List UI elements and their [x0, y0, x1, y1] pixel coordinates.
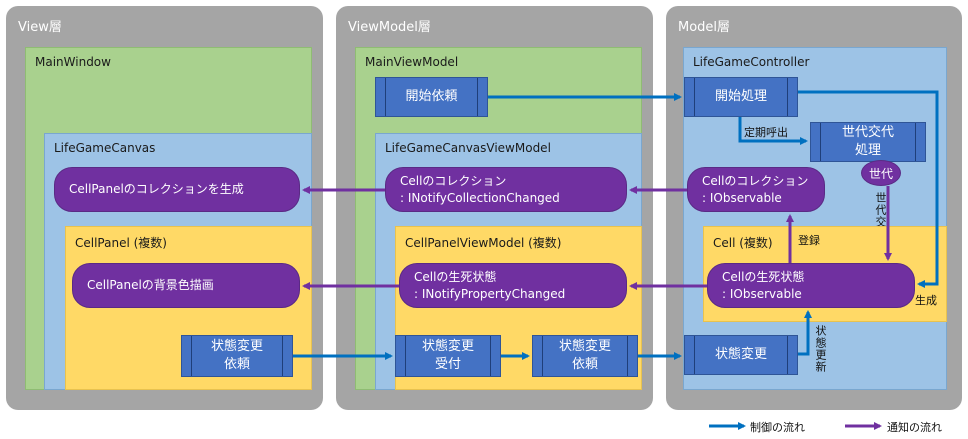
- periodic-call-label: 定期呼出: [744, 126, 788, 139]
- arrow-state-update: [798, 310, 812, 356]
- cellpanel-title: CellPanel (複数): [75, 236, 167, 250]
- vm-state-change-request: 状態変更 依頼: [532, 335, 638, 377]
- canvas-title: LifeGameCanvas: [54, 141, 156, 155]
- vm-collection-pill: Cellのコレクション : INotifyCollectionChanged: [385, 167, 627, 212]
- legend-control-label: 制御の流れ: [750, 421, 805, 434]
- state-update-label: 状態更新: [814, 325, 827, 373]
- state-change-label: 状態変更: [714, 347, 767, 363]
- model-life-state-pill: Cellの生死状態 : IObservable: [707, 263, 915, 308]
- model-collection-label: Cellのコレクション : IObservable: [702, 174, 809, 205]
- canvas-vm-title: LifeGameCanvasViewModel: [385, 141, 551, 155]
- vm-life-state-pill: Cellの生死状態 : INotifyPropertyChanged: [399, 263, 627, 308]
- generation-label: 世代: [868, 166, 893, 181]
- cell-title: Cell (複数): [713, 236, 773, 250]
- register-label: 登録: [798, 234, 820, 247]
- create-label: 生成: [915, 294, 937, 307]
- controller-title: LifeGameController: [693, 55, 810, 69]
- cellpanel-background-label: CellPanelの背景色描画: [87, 278, 214, 293]
- vm-state-change-request-label: 状態変更 依頼: [558, 339, 611, 372]
- legend-notify-label: 通知の流れ: [887, 421, 942, 434]
- cellpanel-vm-title: CellPanelViewModel (複数): [405, 236, 562, 250]
- view-layer-title: View層: [18, 20, 62, 35]
- start-process: 開始処理: [684, 77, 798, 117]
- view-state-change-request: 状態変更 依頼: [181, 335, 293, 377]
- canvas-collection-label: CellPanelのコレクションを生成: [69, 182, 244, 197]
- vm-state-change-receive: 状態変更 受付: [395, 335, 501, 377]
- arrow-create: [798, 90, 939, 288]
- viewmodel-layer-title: ViewModel層: [348, 20, 431, 35]
- main-window-title: MainWindow: [35, 55, 111, 69]
- state-change-process: 状態変更: [684, 335, 798, 375]
- start-request-label: 開始依頼: [405, 89, 458, 105]
- generation-change-process: 世代交代 処理: [810, 122, 926, 162]
- model-collection-pill: Cellのコレクション : IObservable: [687, 167, 825, 212]
- generation-change-label: 世代交代 処理: [841, 125, 894, 158]
- view-state-change-request-label: 状態変更 依頼: [210, 339, 263, 372]
- start-process-label: 開始処理: [714, 89, 767, 105]
- model-life-state-label: Cellの生死状態 : IObservable: [722, 270, 805, 301]
- main-vm-title: MainViewModel: [365, 55, 459, 69]
- start-request: 開始依頼: [375, 77, 488, 117]
- canvas-collection-pill: CellPanelのコレクションを生成: [54, 167, 300, 212]
- generation-circle: 世代: [861, 160, 901, 186]
- arrow-periodic-call: [738, 117, 808, 145]
- cellpanel-background-pill: CellPanelの背景色描画: [72, 263, 300, 308]
- model-layer-title: Model層: [678, 20, 731, 35]
- vm-collection-label: Cellのコレクション : INotifyCollectionChanged: [400, 174, 560, 205]
- vm-life-state-label: Cellの生死状態 : INotifyPropertyChanged: [414, 270, 566, 301]
- vm-state-change-receive-label: 状態変更 受付: [421, 339, 474, 372]
